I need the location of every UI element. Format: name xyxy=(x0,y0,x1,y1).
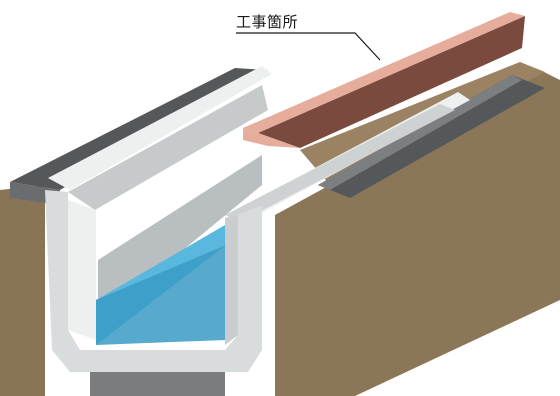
asphalt-right-top xyxy=(318,75,522,190)
soil-right-body xyxy=(275,70,560,396)
callout-label: 工事箇所 xyxy=(236,13,299,31)
asphalt-right xyxy=(318,75,545,198)
ditch-back-wall-left xyxy=(68,85,268,210)
soil-left-body xyxy=(0,185,45,396)
ditch-left-wall-top xyxy=(48,66,272,190)
gravel-base xyxy=(90,372,225,396)
beam-top xyxy=(243,12,525,133)
beam-body xyxy=(258,16,525,148)
ditch-right-inner xyxy=(225,104,455,222)
ditch-inner-wall-right xyxy=(225,215,238,345)
ditch-inner-wall-left xyxy=(68,200,96,340)
beam-front xyxy=(243,128,300,148)
water-front xyxy=(96,245,226,345)
callout-leader-line xyxy=(236,32,381,61)
ditch-cross-section xyxy=(45,190,262,372)
